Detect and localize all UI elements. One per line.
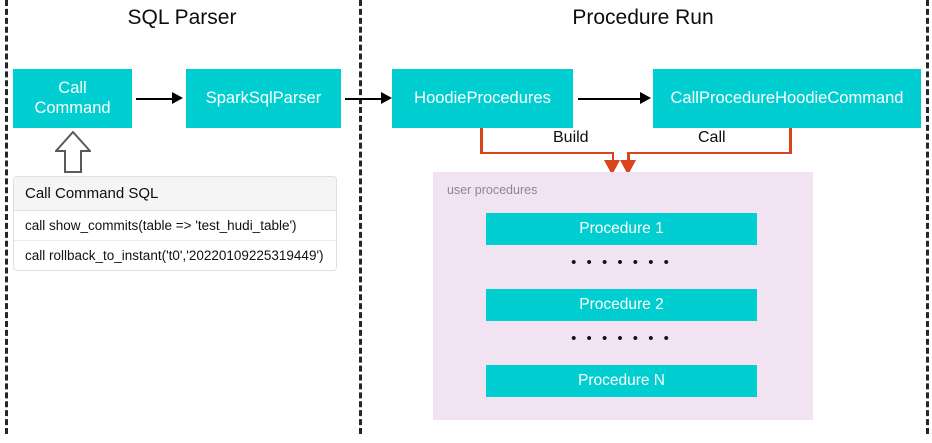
node-call-procedure-hoodie-command[interactable]: CallProcedureHoodieCommand: [653, 69, 921, 128]
sql-card-header: Call Command SQL: [14, 177, 336, 211]
edge-label-call: Call: [694, 129, 730, 147]
procedure-ellipsis-2: • • • • • • •: [571, 330, 672, 347]
user-procedures-panel: user procedures Procedure 1 • • • • • • …: [433, 172, 813, 420]
build-connector-vertical-start: [480, 128, 483, 154]
call-connector-vertical-start: [789, 128, 792, 154]
panel-title-procedure-run: Procedure Run: [572, 6, 714, 29]
build-connector-vertical-end: [611, 151, 614, 164]
call-arrow-head-icon: [620, 160, 636, 175]
procedure-box-n[interactable]: Procedure N: [486, 365, 757, 397]
call-command-sql-card: Call Command SQL call show_commits(table…: [13, 176, 337, 271]
node-call-command[interactable]: Call Command: [13, 69, 132, 128]
arrow-spark-to-hoodie-head-icon: [381, 92, 392, 104]
edge-label-build: Build: [549, 129, 593, 147]
arrow-call-command-to-spark-head-icon: [172, 92, 183, 104]
node-hoodie-procedures[interactable]: HoodieProcedures: [392, 69, 573, 128]
call-connector-horizontal: [627, 151, 791, 154]
node-call-command-line2: Command: [34, 98, 111, 117]
panel-divider-right: [926, 0, 929, 434]
arrow-call-command-to-spark-line: [136, 98, 174, 100]
panel-divider-middle: [359, 0, 362, 434]
sql-card-row-1[interactable]: call show_commits(table => 'test_hudi_ta…: [14, 211, 336, 241]
user-procedures-label: user procedures: [447, 183, 538, 197]
build-connector-horizontal: [480, 151, 614, 154]
panel-title-sql-parser: SQL Parser: [127, 6, 237, 29]
call-connector-vertical-end: [627, 151, 630, 164]
arrow-hoodie-to-callproc-line: [578, 98, 642, 100]
build-arrow-head-icon: [604, 160, 620, 175]
panel-divider-left: [5, 0, 8, 434]
sql-card-row-2[interactable]: call rollback_to_instant('t0','202201092…: [14, 241, 336, 270]
arrow-spark-to-hoodie-line: [345, 98, 383, 100]
node-call-command-line1: Call: [58, 79, 87, 98]
node-spark-sql-parser[interactable]: SparkSqlParser: [186, 69, 341, 128]
arrow-hoodie-to-callproc-head-icon: [640, 92, 651, 104]
procedure-box-2[interactable]: Procedure 2: [486, 289, 757, 321]
hollow-up-arrow-icon: [55, 131, 91, 173]
procedure-box-1[interactable]: Procedure 1: [486, 213, 757, 245]
procedure-ellipsis-1: • • • • • • •: [571, 254, 672, 271]
